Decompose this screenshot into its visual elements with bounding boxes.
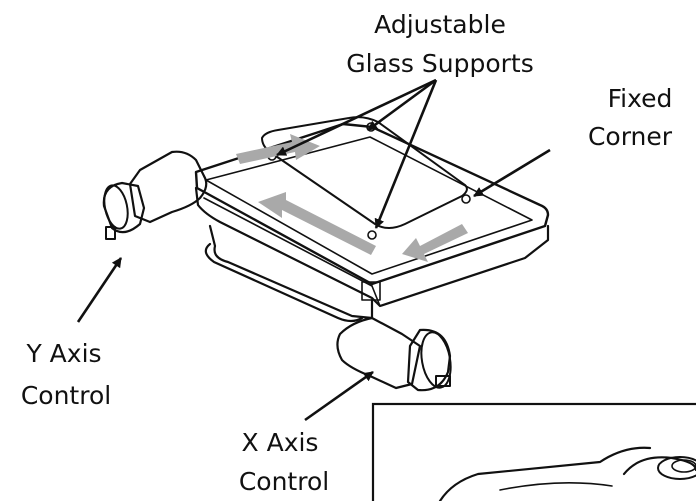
corner-notch	[361, 281, 381, 301]
y-axis-knob	[102, 150, 208, 240]
label-corner: Corner	[588, 122, 673, 151]
arrow-pointer-icon	[374, 79, 438, 229]
stage-assembly	[194, 116, 550, 323]
stage-plate-rim	[205, 136, 533, 275]
label-fixed: Fixed	[608, 84, 673, 113]
motion-arrow-icon	[258, 192, 376, 255]
arrow-pointer-icon	[276, 78, 437, 157]
fixed-corner-pin	[461, 194, 471, 204]
label-adjustable: Adjustable	[374, 10, 506, 39]
label-y-control: Control	[21, 381, 111, 410]
label-x-axis: X Axis	[242, 428, 319, 457]
label-glass-supports: Glass Supports	[346, 49, 534, 78]
arrow-pointer-icon	[76, 257, 123, 323]
lower-rail	[204, 242, 364, 323]
pointer-arrows	[76, 78, 551, 422]
arrow-pointer-icon	[473, 148, 551, 198]
glass-support-bottom	[367, 230, 377, 240]
arrow-pointer-icon	[367, 78, 437, 132]
inset-detail-panel	[371, 402, 696, 501]
x-axis-knob	[336, 316, 452, 392]
label-x-control: Control	[239, 467, 329, 496]
plate-side	[194, 186, 550, 308]
motion-arrows	[236, 134, 468, 262]
motion-arrow-icon	[236, 134, 320, 164]
arrow-pointer-icon	[304, 370, 374, 422]
label-y-axis: Y Axis	[25, 339, 101, 368]
motion-arrow-icon	[402, 224, 468, 262]
lower-carriage	[208, 224, 374, 320]
